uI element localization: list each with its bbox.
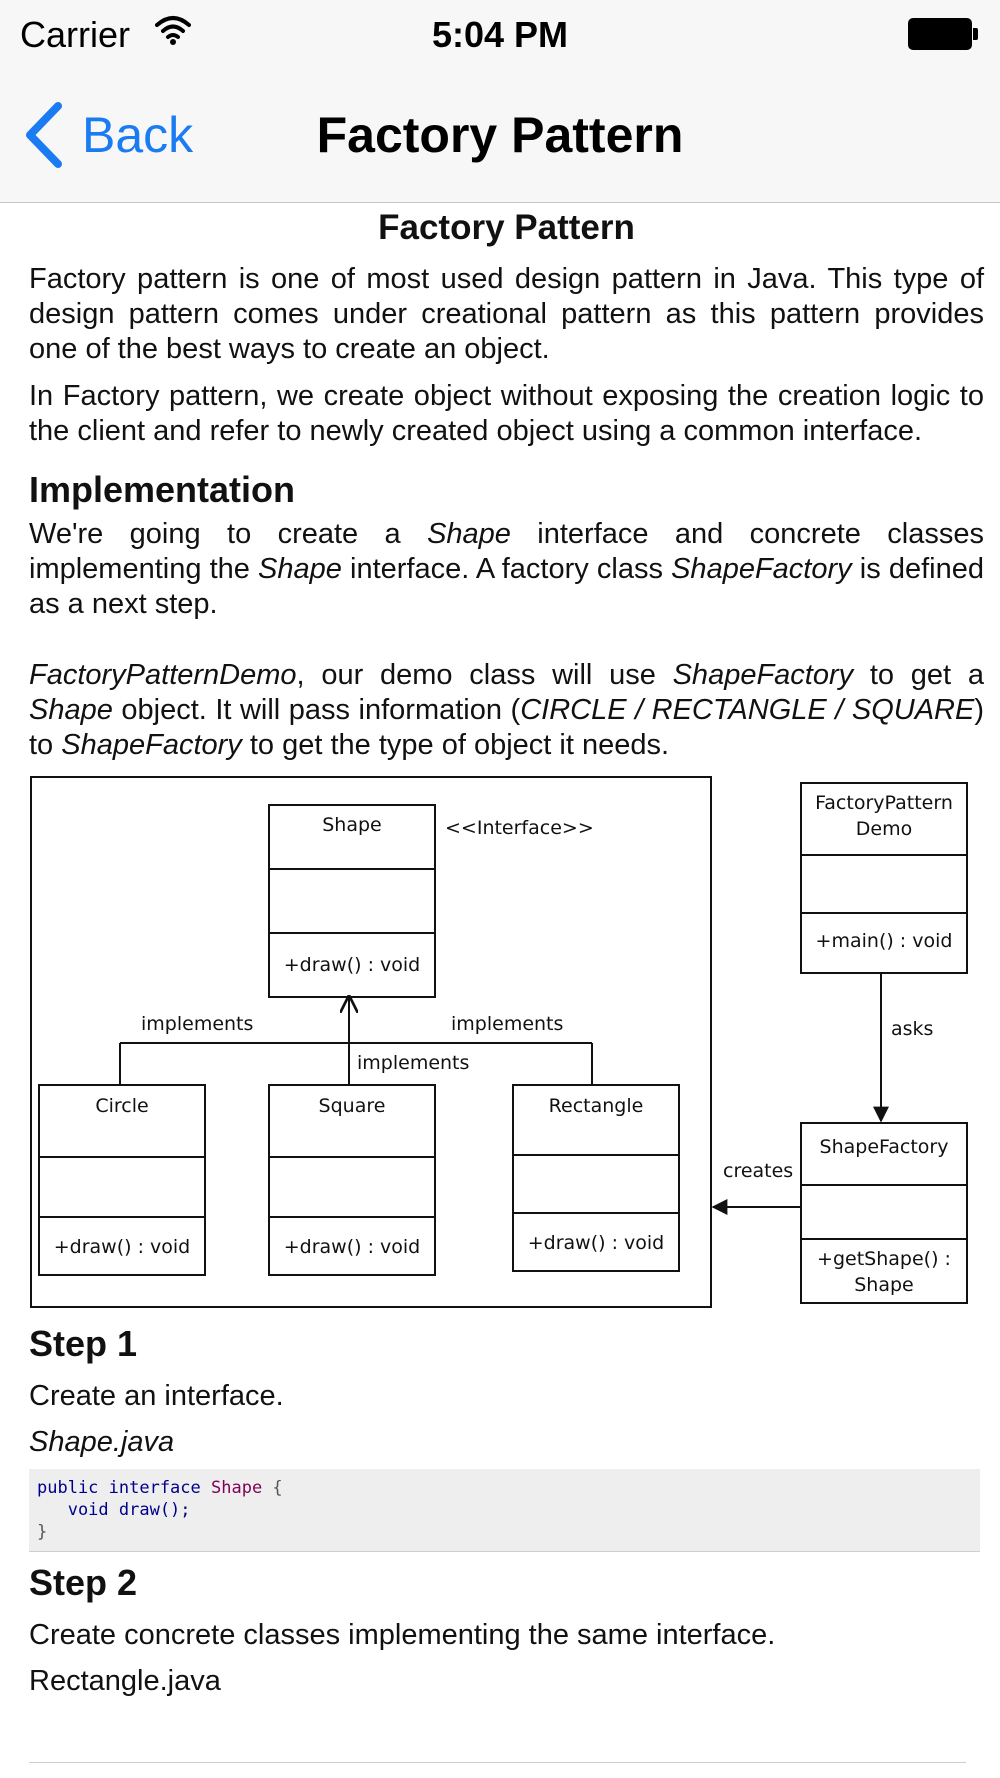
factory-uml-diagram: Shape +draw() : void <<Interface>> imple…: [30, 776, 968, 1308]
creates-label: creates: [723, 1160, 793, 1182]
status-bar: Carrier 5:04 PM: [0, 0, 1000, 70]
step-2-text: Create concrete classes implementing the…: [29, 1619, 776, 1651]
implementation-paragraph-2: FactoryPatternDemo, our demo class will …: [29, 659, 984, 761]
uml-class-circle: Circle +draw() : void: [38, 1084, 206, 1276]
implementation-paragraph-1: We're going to create a Shape interface …: [29, 518, 984, 620]
step-2-filename: Rectangle.java: [29, 1665, 221, 1697]
interface-stereotype: <<Interface>>: [445, 817, 594, 839]
step-1-text: Create an interface.: [29, 1380, 284, 1412]
step-2-heading: Step 2: [29, 1562, 138, 1603]
intro-paragraph-1: Factory pattern is one of most used desi…: [29, 263, 984, 365]
uml-class-shape: Shape +draw() : void: [268, 804, 436, 998]
article-title: Factory Pattern: [378, 208, 635, 247]
rectangle-class-name: Rectangle: [549, 1095, 644, 1117]
navigation-bar: Back Factory Pattern: [0, 70, 1000, 203]
asks-label: asks: [891, 1018, 933, 1040]
rectangle-method: +draw() : void: [528, 1232, 665, 1254]
carrier-label: Carrier: [20, 14, 131, 55]
code-block-top-edge: [29, 1762, 966, 1763]
shape-class-name: Shape: [322, 814, 382, 836]
implements-label-right: implements: [451, 1013, 563, 1035]
demo-class-name-line1: FactoryPattern: [815, 792, 953, 814]
back-label: Back: [82, 107, 194, 163]
clock: 5:04 PM: [431, 14, 569, 55]
square-method: +draw() : void: [284, 1236, 421, 1258]
implements-label-left: implements: [141, 1013, 253, 1035]
uml-class-square: Square +draw() : void: [268, 1084, 436, 1276]
step-1-filename: Shape.java: [29, 1426, 175, 1458]
circle-method: +draw() : void: [54, 1236, 191, 1258]
shape-method: +draw() : void: [284, 954, 421, 976]
uml-class-rectangle: Rectangle +draw() : void: [512, 1084, 680, 1272]
article-content: Factory Pattern Factory pattern is one o…: [29, 202, 984, 1708]
chevron-left-icon: [26, 102, 62, 168]
demo-class-name-line2: Demo: [856, 818, 912, 840]
uml-class-factory-pattern-demo: FactoryPattern Demo +main() : void: [800, 782, 968, 974]
battery-icon: [908, 18, 978, 50]
circle-class-name: Circle: [95, 1095, 148, 1117]
diagram-frame: [30, 776, 712, 1308]
back-button[interactable]: Back: [24, 100, 193, 170]
implements-label-middle: implements: [357, 1052, 469, 1074]
factory-method-line1: +getShape() :: [817, 1248, 951, 1270]
wifi-icon: [155, 16, 191, 45]
implementation-heading: Implementation: [29, 469, 296, 510]
factory-class-name: ShapeFactory: [820, 1136, 949, 1158]
demo-method: +main() : void: [816, 930, 953, 952]
factory-method-line2: Shape: [854, 1274, 914, 1296]
step-1-code-block: public interface Shape { void draw(); }: [29, 1469, 980, 1552]
uml-class-shape-factory: ShapeFactory +getShape() : Shape: [800, 1122, 968, 1304]
step-1-heading: Step 1: [29, 1323, 138, 1364]
nav-title: Factory Pattern: [316, 107, 684, 163]
intro-paragraph-2: In Factory pattern, we create object wit…: [29, 380, 984, 447]
square-class-name: Square: [319, 1095, 386, 1117]
